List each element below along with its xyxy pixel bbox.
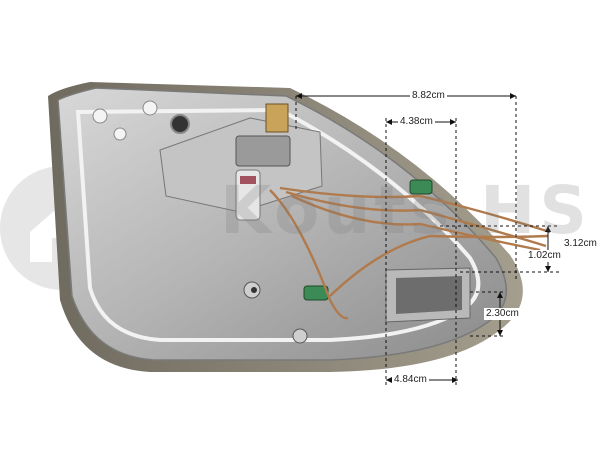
steam-iron-heating-element-icon bbox=[48, 82, 551, 372]
dim-label-pins-height: 3.12cm bbox=[562, 238, 599, 250]
dim-arrowheads bbox=[296, 93, 551, 383]
dim-label-pins-gap: 1.02cm bbox=[526, 250, 563, 262]
dim-label-bracket-width: 4.84cm bbox=[392, 374, 429, 386]
dim-label-bracket-height: 2.30cm bbox=[484, 308, 521, 320]
dim-label-width-overall: 8.82cm bbox=[410, 90, 447, 102]
dim-label-width-inner: 4.38cm bbox=[398, 116, 435, 128]
dim-extension-lines bbox=[295, 96, 560, 386]
